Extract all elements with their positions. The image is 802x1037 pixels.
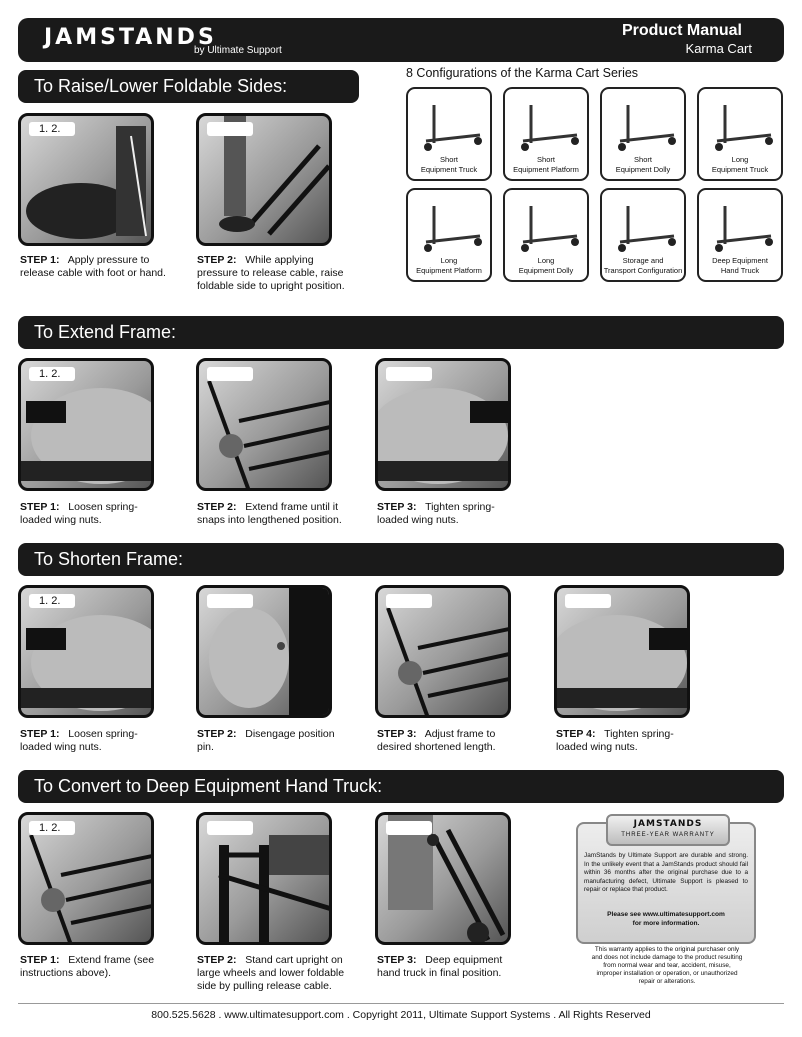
warranty-more-info: Please see www.ultimatesupport.com for m… [607,911,725,927]
photo-convert-step1: 1. 2. [18,812,154,945]
photo-extend-step2 [196,358,332,491]
warranty-tab: JAMSTANDS THREE-YEAR WARRANTY [606,814,730,846]
footer-divider [18,1003,784,1004]
shorten-step3-text: STEP 3: Adjust frame to desired shortene… [377,728,496,753]
photo-shorten-step2 [196,585,332,718]
photo-shorten-step1: 1. 2. [18,585,154,718]
raise-step2-text: STEP 2: While applying pressure to relea… [197,254,345,292]
photo-raise-step2 [196,113,332,246]
cart-icon [715,105,773,151]
section-shorten-title: To Shorten Frame: [18,543,784,576]
raise-step1-text: STEP 1: Apply pressure to release cable … [20,254,166,279]
logo-subtitle: by Ultimate Support [194,45,282,56]
foot-pressing-icon [26,126,147,239]
cart-icon [715,206,773,252]
extended-frame-icon [29,834,151,942]
extend-step2-text: STEP 2: Extend frame until it snaps into… [197,501,342,526]
section-raise-title: To Raise/Lower Foldable Sides: [18,70,359,103]
warranty-badge: JAMSTANDS THREE-YEAR WARRANTY JamStands … [576,814,756,944]
shorten-step2-text: STEP 2: Disengage position pin. [197,728,335,753]
photo-shorten-step4 [554,585,690,718]
raising-side-icon [219,116,329,236]
photo-convert-step2 [196,812,332,945]
cart-icon [521,206,579,252]
warranty-logo: JAMSTANDS [633,819,703,829]
shorten-step4-text: STEP 4: Tighten spring-loaded wing nuts. [556,728,674,753]
wing-nut-icon [21,615,151,711]
convert-step3-text: STEP 3: Deep equipment hand truck in fin… [377,954,503,979]
warranty-body: JamStands by Ultimate Support are durabl… [584,852,748,894]
wing-nut-icon [21,388,151,484]
upright-cart-icon [218,835,329,942]
warranty-banner: THREE-YEAR WARRANTY [621,832,715,838]
extend-step3-text: STEP 3: Tighten spring-loaded wing nuts. [377,501,495,526]
section-extend-title: To Extend Frame: [18,316,784,349]
position-pin-icon [209,588,329,715]
product-name: Karma Cart [685,41,752,56]
extending-frame-icon [207,380,329,488]
wing-nut-icon [378,388,508,484]
jamstands-logo: JAMSTANDS [44,25,217,50]
step-tag: 1. 2. [29,122,75,136]
convert-step2-text: STEP 2: Stand cart upright on large whee… [197,954,345,992]
header-bar: JAMSTANDS by Ultimate Support Product Ma… [18,18,784,62]
shorten-step1-text: STEP 1: Loosen spring-loaded wing nuts. [20,728,138,753]
warranty-note: This warranty applies to the original pu… [591,946,743,985]
footer-contact: 800.525.5628 . www.ultimatesupport.com .… [151,1009,651,1021]
cart-icon [424,206,482,252]
cart-icon [618,206,676,252]
adjusting-frame-icon [386,607,508,715]
cart-icon [521,105,579,151]
cart-icon [424,105,482,151]
wing-nut-icon [557,615,687,711]
photo-extend-step3 [375,358,511,491]
photo-shorten-step3 [375,585,511,718]
convert-step1-text: STEP 1: Extend frame (see instructions a… [20,954,155,979]
photo-extend-step1: 1. 2. [18,358,154,491]
cart-icon [618,105,676,151]
manual-title: Product Manual [621,22,742,39]
section-convert-title: To Convert to Deep Equipment Hand Truck: [18,770,784,803]
extend-step1-text: STEP 1: Loosen spring-loaded wing nuts. [20,501,138,526]
configurations-title: 8 Configurations of the Karma Cart Serie… [406,66,639,80]
photo-convert-step3 [375,812,511,945]
photo-raise-step1: 1. 2. [18,113,154,246]
